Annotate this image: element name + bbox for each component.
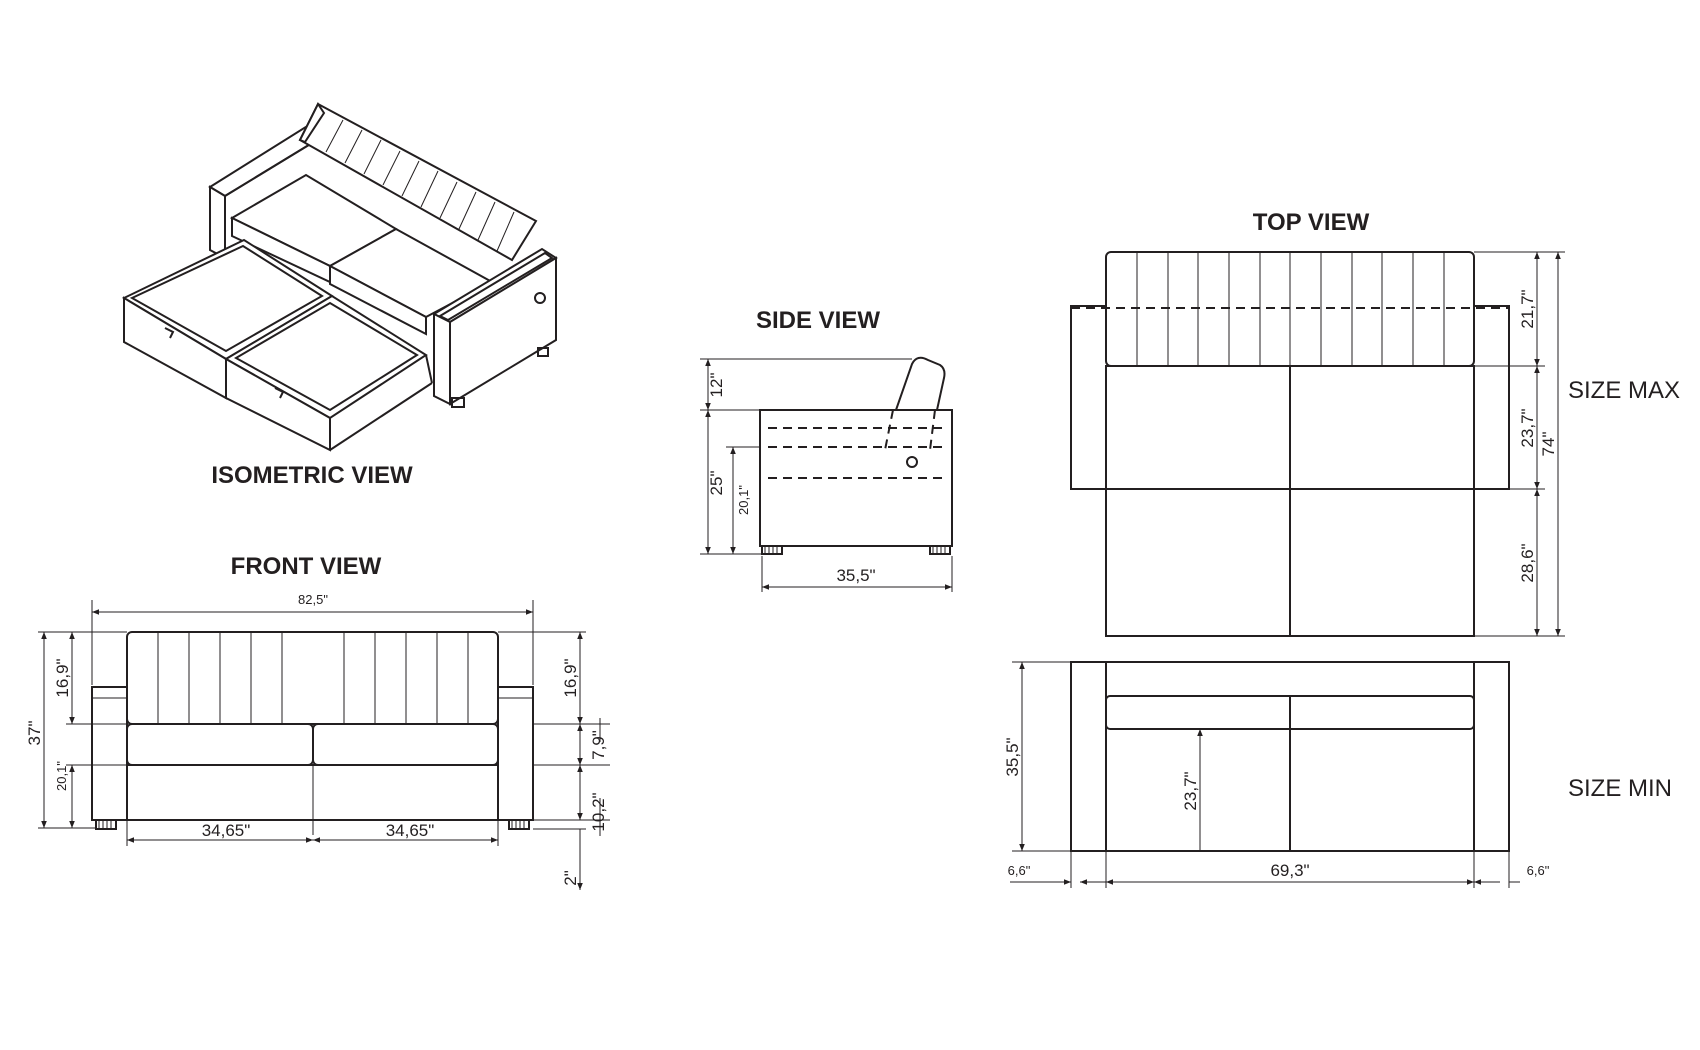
top-min-dim-seat-depth: 23,7" bbox=[1181, 771, 1200, 810]
front-seat-cushion-right bbox=[312, 723, 499, 766]
front-backrest-channels bbox=[157, 632, 469, 724]
top-dim-seat-depth: 23,7" bbox=[1518, 408, 1537, 447]
front-dim-back-left: 16,9" bbox=[53, 658, 72, 697]
side-dim-height: 25" bbox=[707, 471, 726, 496]
front-view: FRONT VIEW bbox=[25, 553, 610, 890]
front-dim-base: 10,2" bbox=[589, 792, 608, 831]
iso-seat-cushions bbox=[229, 173, 495, 336]
front-dim-seat-left: 34,65" bbox=[202, 821, 251, 840]
front-backrest bbox=[126, 631, 499, 725]
size-max-label: SIZE MAX bbox=[1568, 377, 1680, 404]
top-min-dim-arm-right: 6,6" bbox=[1527, 863, 1550, 878]
front-leg-left bbox=[95, 819, 117, 830]
front-dim-seat-right: 34,65" bbox=[386, 821, 435, 840]
front-dim-height-total: 37" bbox=[25, 721, 44, 746]
front-dim-back-right: 16,9" bbox=[561, 658, 580, 697]
isometric-view: ISOMETRIC VIEW bbox=[121, 102, 558, 489]
front-seat-cushion-left bbox=[126, 723, 314, 766]
top-min-dim-inner-width: 69,3" bbox=[1270, 861, 1309, 880]
front-view-title: FRONT VIEW bbox=[231, 553, 382, 580]
top-dim-back-depth: 21,7" bbox=[1518, 289, 1537, 328]
front-dim-total-width: 82,5" bbox=[298, 592, 328, 607]
iso-pullout-drawers bbox=[121, 238, 433, 452]
front-left-arm bbox=[91, 686, 128, 821]
top-dim-total: 74" bbox=[1539, 432, 1558, 457]
side-backrest bbox=[894, 356, 946, 411]
side-view-title: SIDE VIEW bbox=[756, 307, 880, 334]
top-view-max: TOP VIEW 21,7" 23,7" 28,6" bbox=[1070, 209, 1680, 637]
iso-right-arm bbox=[431, 247, 558, 408]
top-view-min: 35,5" 23,7" 6,6" 69,3" 6,6" SIZE MIN bbox=[1003, 661, 1672, 888]
size-min-label: SIZE MIN bbox=[1568, 775, 1672, 802]
iso-left-arm bbox=[208, 118, 318, 260]
front-leg-right bbox=[508, 819, 530, 830]
side-view: SIDE VIEW 12" 25" 20,1" 3 bbox=[700, 307, 953, 592]
top-dim-extension: 28,6" bbox=[1518, 543, 1537, 582]
top-view-title: TOP VIEW bbox=[1253, 209, 1370, 236]
top-min-dim-depth: 35,5" bbox=[1003, 737, 1022, 776]
side-dim-seat: 20,1" bbox=[736, 485, 751, 515]
side-mechanism-icon bbox=[906, 456, 918, 468]
iso-backrest bbox=[298, 102, 538, 262]
front-dim-cushion: 7,9" bbox=[589, 730, 608, 760]
isometric-view-title: ISOMETRIC VIEW bbox=[211, 462, 413, 489]
front-dim-seat-height: 20,1" bbox=[54, 761, 69, 791]
side-dim-back: 12" bbox=[707, 373, 726, 398]
side-dim-depth: 35,5" bbox=[836, 566, 875, 585]
front-dim-legs: 2" bbox=[561, 870, 580, 886]
top-min-dim-arm-left: 6,6" bbox=[1008, 863, 1031, 878]
front-right-arm bbox=[497, 686, 534, 821]
